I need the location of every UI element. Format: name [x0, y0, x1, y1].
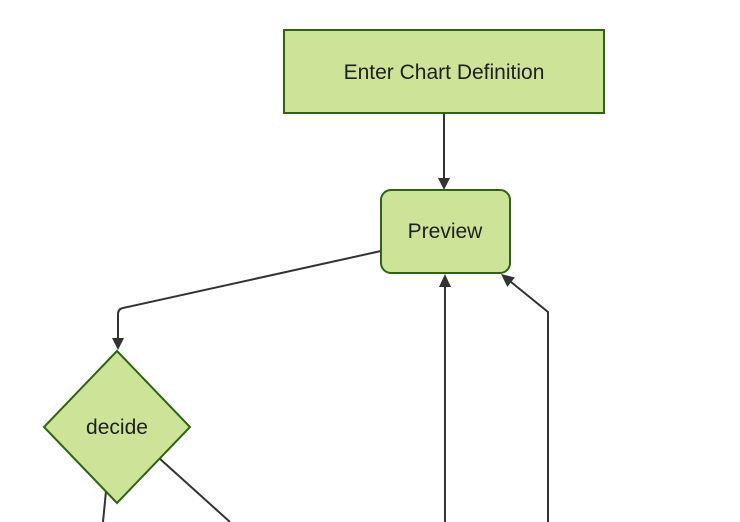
edge-offscreen-to-preview-right	[510, 281, 549, 522]
arrowhead-offscreen-to-preview-right	[501, 274, 515, 287]
node-decide: decide	[42, 349, 192, 505]
enter-chart-definition-box	[283, 29, 605, 114]
decide-diamond	[42, 349, 192, 505]
node-preview: Preview	[380, 189, 511, 274]
edge-layer	[102, 113, 549, 522]
node-enter-chart-definition: Enter Chart Definition	[283, 29, 605, 114]
preview-label: Preview	[408, 220, 484, 243]
arrowhead-preview-to-decide	[112, 338, 124, 350]
arrowhead-enter-to-preview	[438, 178, 450, 190]
arrowhead-offscreen-to-preview-center	[439, 274, 451, 287]
edge-decide-offscreen-left	[102, 490, 107, 522]
edge-preview-to-decide	[117, 250, 382, 339]
enter-chart-definition-label: Enter Chart Definition	[344, 61, 545, 84]
edge-decide-offscreen-right	[158, 457, 231, 522]
decide-label: decide	[86, 416, 148, 439]
preview-box	[380, 189, 511, 274]
